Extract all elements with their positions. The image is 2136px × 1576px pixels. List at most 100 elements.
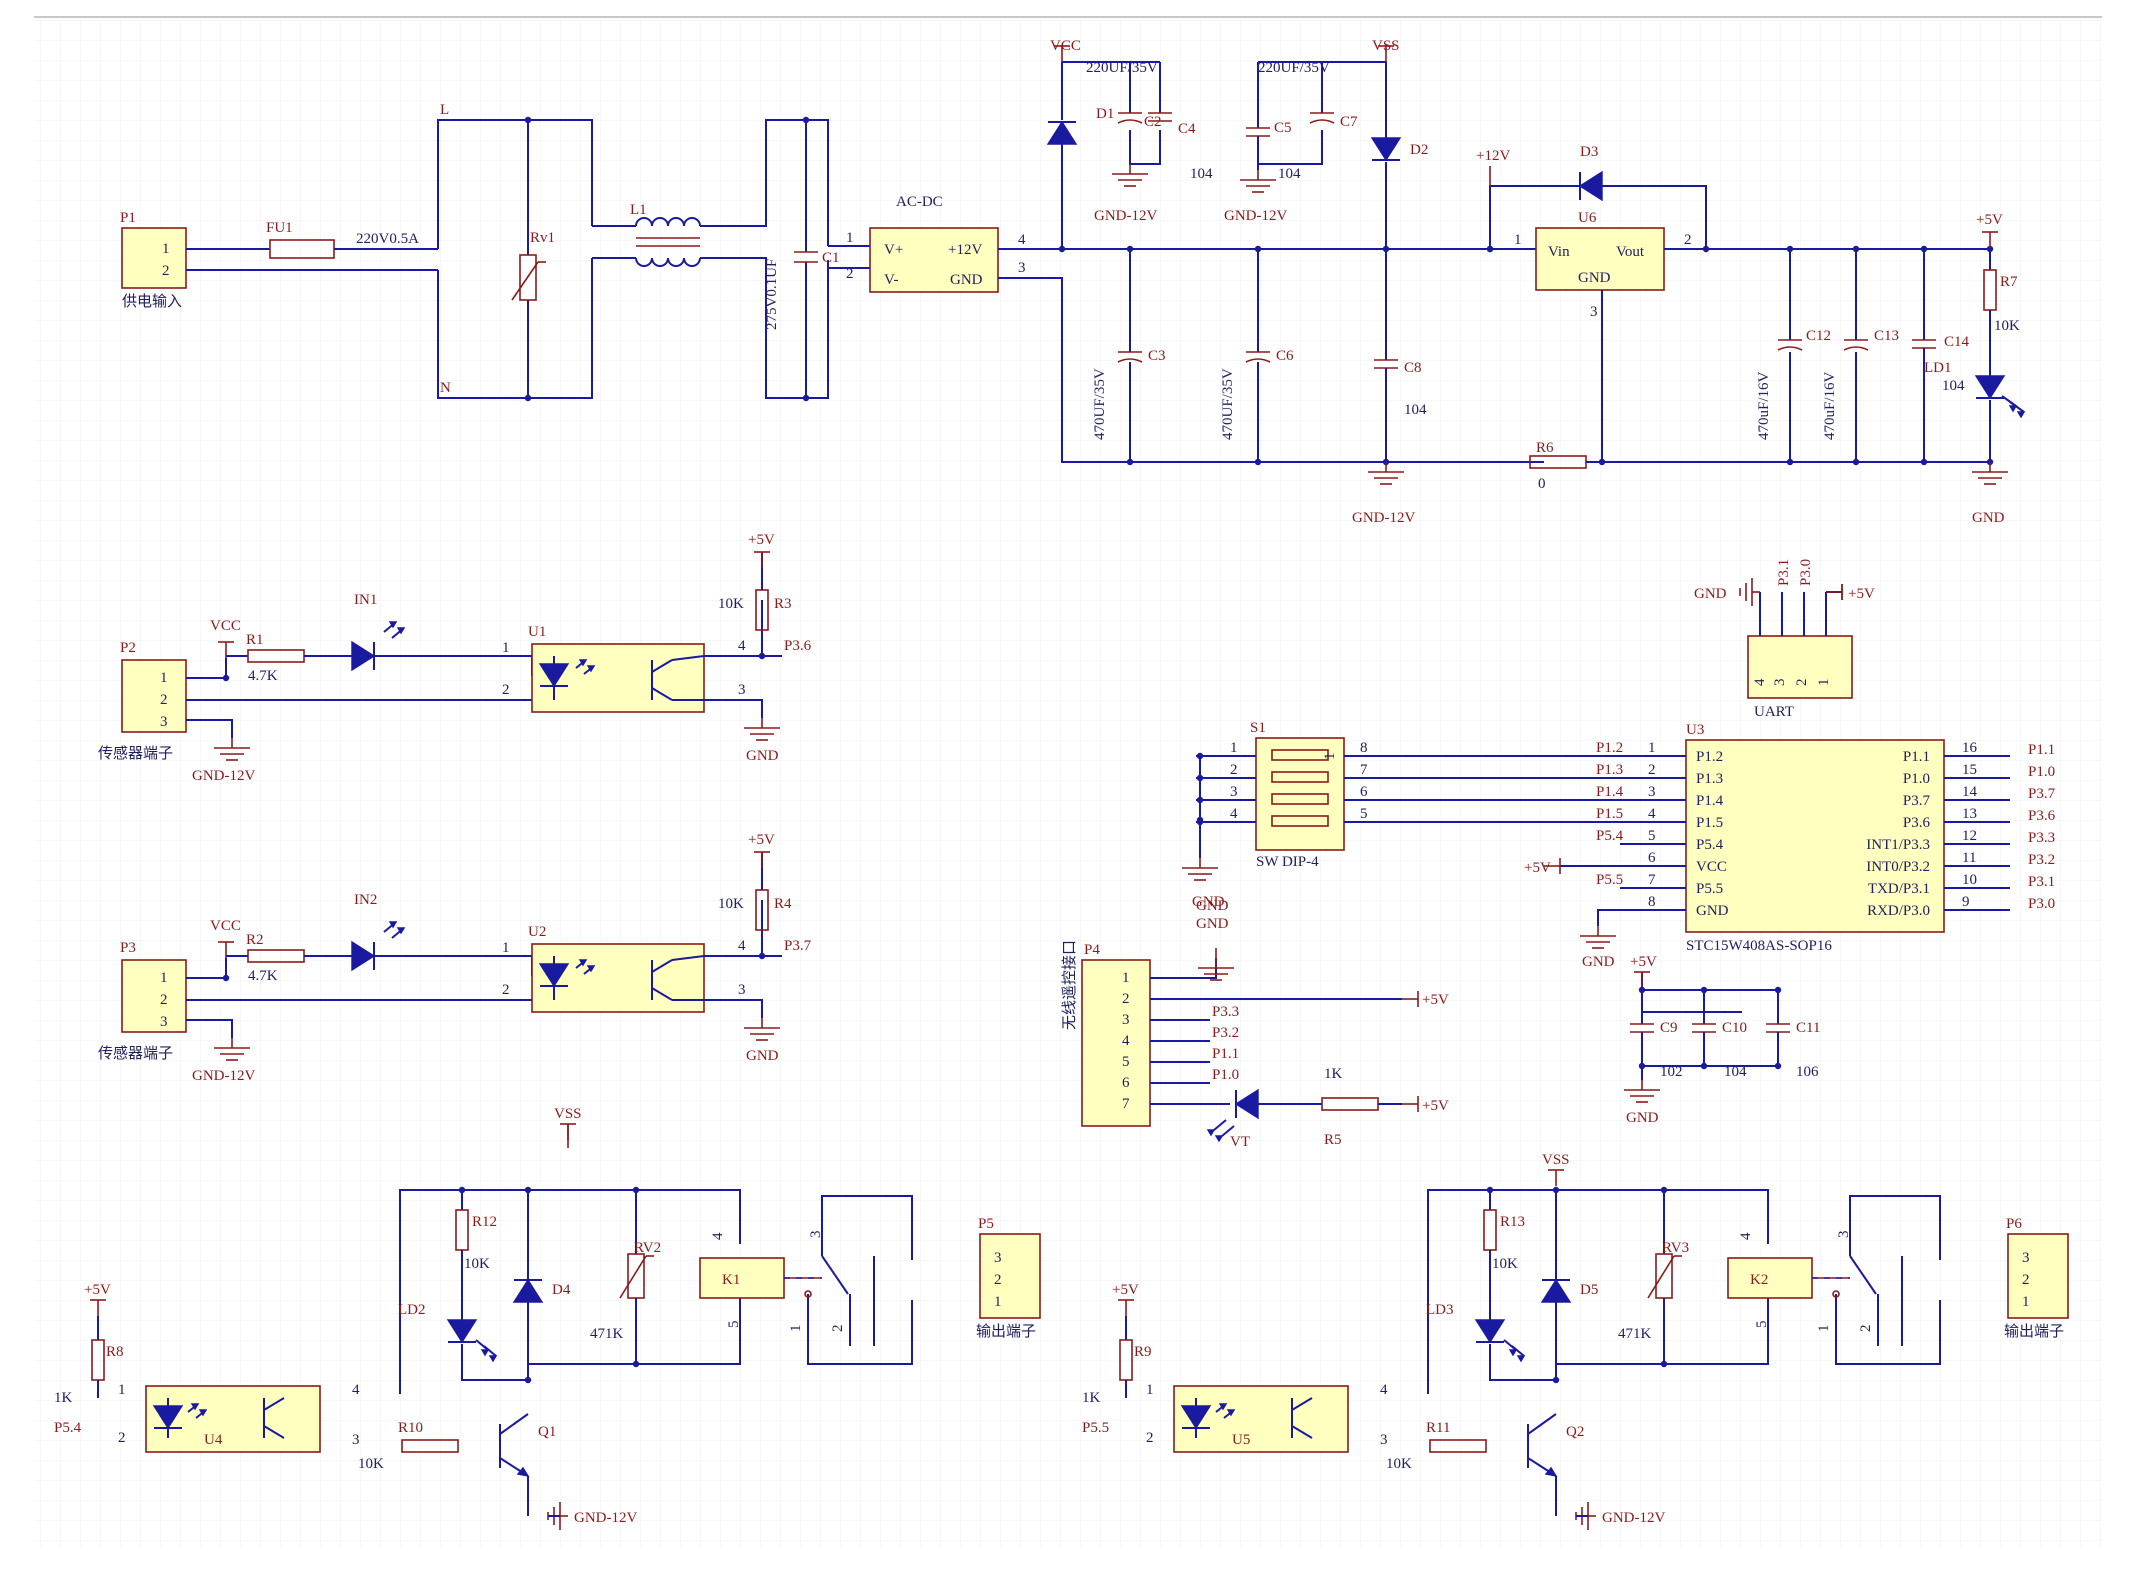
label: 2: [1122, 991, 1130, 1007]
uart-connector: [1747, 635, 1853, 699]
net-label: P1.3: [1596, 762, 1623, 778]
label: 2: [1146, 1430, 1154, 1446]
net-5v: +5V: [1422, 992, 1449, 1008]
label: 3: [738, 982, 746, 998]
light-arrow: [1226, 1409, 1236, 1417]
label: 6: [1648, 850, 1656, 866]
light-arrow: [198, 1409, 208, 1417]
net-p30: P3.0: [1798, 559, 1814, 586]
net-gnd12: GND-12V: [1224, 208, 1287, 224]
net-12v: +12V: [1476, 148, 1510, 164]
net-gnd12: GND-12V: [192, 1068, 255, 1084]
ref-led: IN1: [354, 592, 377, 608]
label: 3: [352, 1432, 360, 1448]
light-arrow: [488, 1355, 498, 1363]
symbol-stroke: [263, 1425, 285, 1439]
label: 5: [1122, 1054, 1130, 1070]
label: 1: [160, 670, 168, 686]
rv-value: 471K: [590, 1326, 624, 1342]
wire: [1835, 1294, 1941, 1365]
label: P1.3: [1696, 771, 1723, 787]
label: 1: [1146, 1382, 1154, 1398]
net-5v: +5V: [1630, 954, 1657, 970]
net-gnd12: GND-12V: [1094, 208, 1157, 224]
ref-led: IN2: [354, 892, 377, 908]
label: 4: [1230, 806, 1238, 822]
ref-opto: U4: [204, 1432, 223, 1448]
net-l: L: [440, 102, 449, 118]
symbol-stroke: [1213, 1119, 1227, 1131]
label: 1: [1648, 740, 1656, 756]
net-gnd: GND: [1582, 954, 1615, 970]
ref-c4: C4: [1178, 121, 1196, 137]
label: 1: [502, 640, 510, 656]
symbol-stroke: [263, 1397, 285, 1411]
label: 2: [1648, 762, 1656, 778]
symbol-stroke: [651, 959, 673, 973]
cap-value: 470uF/16V: [1756, 371, 1772, 440]
symbol-stroke: [651, 687, 673, 701]
symbol-stroke: [1309, 119, 1335, 124]
ref-c3: C3: [1148, 348, 1166, 364]
ref-vt: VT: [1230, 1134, 1250, 1150]
label: 6: [1122, 1075, 1130, 1091]
switch-type: SW DIP-4: [1256, 854, 1319, 870]
net-label: P3.0: [2028, 896, 2055, 912]
label: 15: [1962, 762, 1977, 778]
net-vss: VSS: [1372, 38, 1400, 54]
net-label: P1.0: [1212, 1067, 1239, 1083]
symbol-stroke: [1849, 1255, 1877, 1295]
ref-rb: R11: [1426, 1420, 1450, 1436]
diode-symbol: [1046, 120, 1078, 145]
wireless-connector: [1081, 959, 1151, 1127]
net-gnd12: GND-12V: [574, 1510, 637, 1526]
symbol-stroke: [511, 261, 539, 301]
ref-c2: C2: [1144, 114, 1162, 130]
light-arrow: [388, 921, 398, 929]
label: P3.6: [1903, 815, 1931, 831]
label: 1: [1816, 679, 1832, 687]
wire: [821, 1195, 913, 1260]
symbol-stroke: [2009, 401, 2025, 413]
switch-lever: [1271, 815, 1329, 827]
ref-diode: D4: [552, 1282, 571, 1298]
label: P1.5: [1696, 815, 1723, 831]
label: P1.4: [1696, 793, 1724, 809]
label: 2: [994, 1272, 1002, 1288]
junction-dot: [1126, 458, 1134, 466]
cap-value: 104: [1278, 166, 1301, 182]
symbol-stroke: [1117, 358, 1143, 363]
label: 3: [1380, 1432, 1388, 1448]
ref-c10: C10: [1722, 1020, 1747, 1036]
wire: [704, 699, 763, 718]
connector-desc: 传感器端子: [98, 1045, 173, 1062]
label: 14: [1962, 784, 1978, 800]
switch-lever: [1271, 771, 1329, 783]
symbol-stroke: [1221, 1125, 1235, 1137]
label: P5.5: [1696, 881, 1723, 897]
cap-value: 220UF/35V: [1258, 60, 1330, 76]
inductor-coil: [683, 257, 701, 267]
symbol-stroke: [1647, 1255, 1675, 1299]
label: TXD/P3.1: [1868, 881, 1930, 897]
connector-desc: 输出端子: [2004, 1323, 2064, 1340]
symbol-stroke: [1291, 1397, 1313, 1411]
label: 4: [1648, 806, 1656, 822]
symbol-stroke: [1511, 1345, 1525, 1357]
diode-symbol: [351, 940, 376, 972]
diode-symbol: [446, 1319, 478, 1344]
label: VCC: [1696, 859, 1727, 875]
inductor-coil: [683, 217, 701, 227]
net-gnd12: GND-12V: [1352, 510, 1415, 526]
ref-rin: R8: [106, 1344, 124, 1360]
ref-c7: C7: [1340, 114, 1358, 130]
ref-fu1: FU1: [266, 220, 293, 236]
res-value: 10K: [464, 1256, 490, 1272]
varistor-symbol: [519, 254, 537, 301]
acdc-module: [869, 227, 999, 293]
label: 1: [502, 940, 510, 956]
label: RXD/P3.0: [1867, 903, 1930, 919]
ref-rb: R10: [398, 1420, 423, 1436]
label: 2: [1858, 1325, 1874, 1333]
junction-dot: [222, 974, 230, 982]
